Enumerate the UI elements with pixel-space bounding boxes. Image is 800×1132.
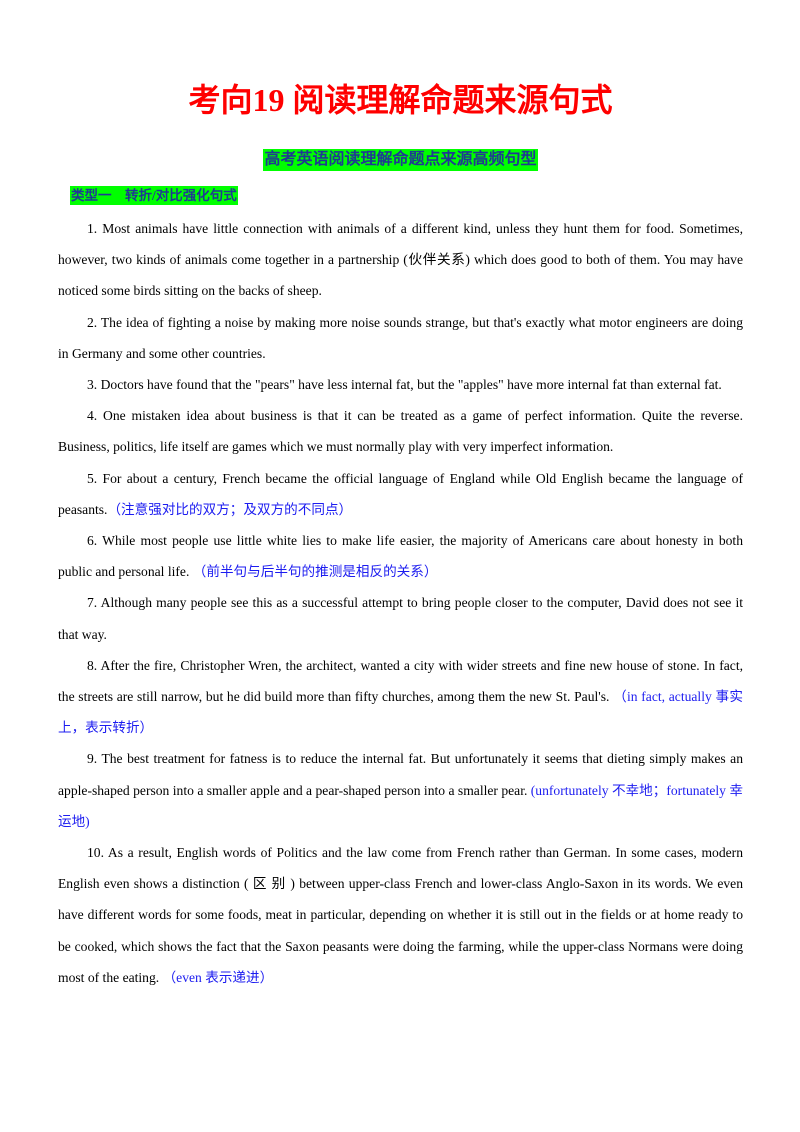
sentence-text: 8. After the fire, Christopher Wren, the…: [58, 657, 743, 705]
sentence-note: (unfortunately 不幸地；fortunately 幸运地): [58, 782, 743, 829]
sentence-note: （even 表示递进）: [162, 969, 274, 985]
sentence-text: 5. For about a century, French became th…: [58, 470, 743, 517]
sentence-item-4: 4. One mistaken idea about business is t…: [58, 400, 743, 462]
sentence-note: （前半句与后半句的推测是相反的关系）: [192, 564, 438, 580]
sentence-item-3: 3. Doctors have found that the "pears" h…: [58, 369, 743, 400]
sentence-item-5: 5. For about a century, French became th…: [58, 463, 743, 525]
sentence-item-1: 1. Most animals have little connection w…: [58, 213, 743, 307]
sentence-text: 4. One mistaken idea about business is t…: [58, 408, 743, 455]
sentence-text: 2. The idea of fighting a noise by makin…: [58, 314, 743, 361]
sentence-text: 1. Most animals have little connection w…: [58, 221, 743, 299]
sentence-text: 10. As a result, English words of Politi…: [58, 845, 743, 985]
sentence-text: 7. Although many people see this as a su…: [58, 595, 743, 642]
sentence-list: 1. Most animals have little connection w…: [58, 213, 743, 993]
sentence-text: 6. While most people use little white li…: [58, 533, 743, 580]
subtitle-container: 高考英语阅读理解命题点来源高频句型: [58, 149, 743, 173]
sentence-note: （注意强对比的双方；及双方的不同点）: [107, 501, 353, 517]
sentence-text: 3. Doctors have found that the "pears" h…: [87, 377, 722, 393]
sentence-text: 9. The best treatment for fatness is to …: [58, 751, 743, 798]
sentence-item-2: 2. The idea of fighting a noise by makin…: [58, 307, 743, 369]
sentence-item-9: 9. The best treatment for fatness is to …: [58, 743, 743, 837]
page-subtitle: 高考英语阅读理解命题点来源高频句型: [263, 149, 538, 171]
sentence-note: （in fact, actually 事实上，表示转折）: [58, 689, 743, 736]
sentence-item-7: 7. Although many people see this as a su…: [58, 587, 743, 649]
page-title: 考向19 阅读理解命题来源句式: [188, 82, 613, 118]
sentence-item-6: 6. While most people use little white li…: [58, 525, 743, 587]
sentence-item-10: 10. As a result, English words of Politi…: [58, 837, 743, 993]
sentence-item-8: 8. After the fire, Christopher Wren, the…: [58, 650, 743, 744]
section-heading: 类型一 转折/对比强化句式: [70, 186, 238, 205]
section-heading-container: 类型一 转折/对比强化句式: [58, 186, 743, 208]
